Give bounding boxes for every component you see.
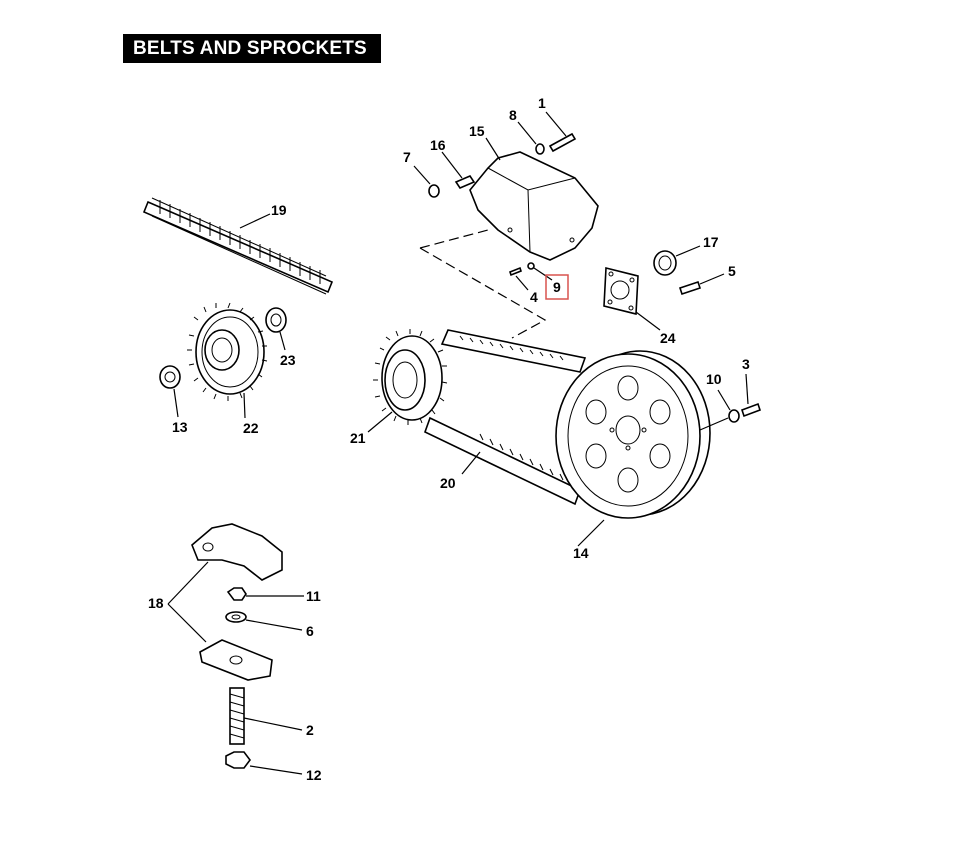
cover-15-part bbox=[469, 151, 599, 261]
leader-7 bbox=[413, 165, 431, 185]
leader-8 bbox=[517, 121, 537, 145]
callout-19: 19 bbox=[271, 202, 287, 218]
callout-6: 6 bbox=[306, 623, 314, 639]
callout-15: 15 bbox=[469, 123, 485, 139]
leader-9 bbox=[533, 267, 553, 281]
washer-7-part bbox=[428, 184, 440, 198]
callout-11: 11 bbox=[306, 588, 321, 604]
callout-22: 22 bbox=[243, 420, 259, 436]
leader-13 bbox=[173, 388, 179, 418]
callout-5: 5 bbox=[728, 263, 736, 279]
sprocket-21-part bbox=[373, 329, 448, 425]
guide-line bbox=[419, 229, 547, 339]
leader-16 bbox=[441, 151, 463, 179]
callout-13: 13 bbox=[172, 419, 188, 435]
pulley-14-part bbox=[555, 350, 711, 519]
callout-8: 8 bbox=[509, 107, 517, 123]
bolt-1-part bbox=[548, 132, 577, 153]
bearing-23-part bbox=[265, 307, 287, 333]
washer-6-part bbox=[225, 611, 247, 623]
bolt-3-part bbox=[740, 402, 762, 418]
belt-20-part bbox=[424, 329, 587, 506]
washer-8-part bbox=[535, 143, 545, 155]
callout-2: 2 bbox=[306, 722, 314, 738]
leader-4 bbox=[515, 275, 529, 291]
leader-14 bbox=[577, 519, 605, 547]
screw-5-part bbox=[678, 280, 702, 296]
leader-6 bbox=[245, 619, 303, 631]
callout-12: 12 bbox=[306, 767, 322, 783]
callout-23: 23 bbox=[280, 352, 296, 368]
stud-2-part bbox=[229, 687, 245, 745]
leader-22 bbox=[243, 392, 246, 419]
leader-21 bbox=[367, 411, 393, 433]
leader-24 bbox=[635, 311, 661, 331]
leader-15 bbox=[485, 137, 501, 161]
leader-10 bbox=[717, 389, 731, 411]
seal-17-part bbox=[653, 250, 677, 276]
pin-16-part bbox=[454, 175, 476, 189]
callout-1: 1 bbox=[538, 95, 546, 111]
leader-1 bbox=[545, 111, 567, 137]
leader-19 bbox=[239, 213, 271, 229]
plate-24-part bbox=[603, 266, 639, 316]
washer-9-part bbox=[527, 262, 535, 270]
leader-12 bbox=[249, 765, 303, 775]
callout-17: 17 bbox=[703, 234, 719, 250]
callout-7: 7 bbox=[403, 149, 411, 165]
nut-11-part bbox=[226, 587, 247, 601]
callout-4: 4 bbox=[530, 289, 538, 305]
callout-18: 18 bbox=[148, 595, 164, 611]
highlight-box bbox=[545, 274, 569, 300]
washer-10-part bbox=[728, 409, 740, 423]
leader-17 bbox=[675, 245, 701, 257]
page-title: BELTS AND SPROCKETS bbox=[123, 34, 381, 63]
leader-18b bbox=[167, 603, 207, 643]
leader-5 bbox=[699, 273, 725, 285]
leader-20 bbox=[461, 451, 481, 475]
callout-24: 24 bbox=[660, 330, 676, 346]
leader-23 bbox=[279, 331, 286, 351]
nut-12-part bbox=[225, 751, 251, 769]
leader-3 bbox=[745, 373, 749, 405]
nut-13-part bbox=[159, 365, 181, 389]
axle-line bbox=[699, 417, 729, 431]
screw-4-part bbox=[509, 266, 522, 277]
chain-part bbox=[142, 197, 334, 295]
bracket-18-part bbox=[191, 523, 283, 681]
leader-2 bbox=[243, 717, 303, 731]
callout-10: 10 bbox=[706, 371, 722, 387]
callout-9: 9 bbox=[553, 279, 561, 295]
callout-21: 21 bbox=[350, 430, 366, 446]
callout-16: 16 bbox=[430, 137, 446, 153]
callout-3: 3 bbox=[742, 356, 750, 372]
sprocket-22-part bbox=[187, 302, 268, 401]
leader-18a bbox=[167, 561, 209, 605]
callout-14: 14 bbox=[573, 545, 589, 561]
callout-20: 20 bbox=[440, 475, 456, 491]
